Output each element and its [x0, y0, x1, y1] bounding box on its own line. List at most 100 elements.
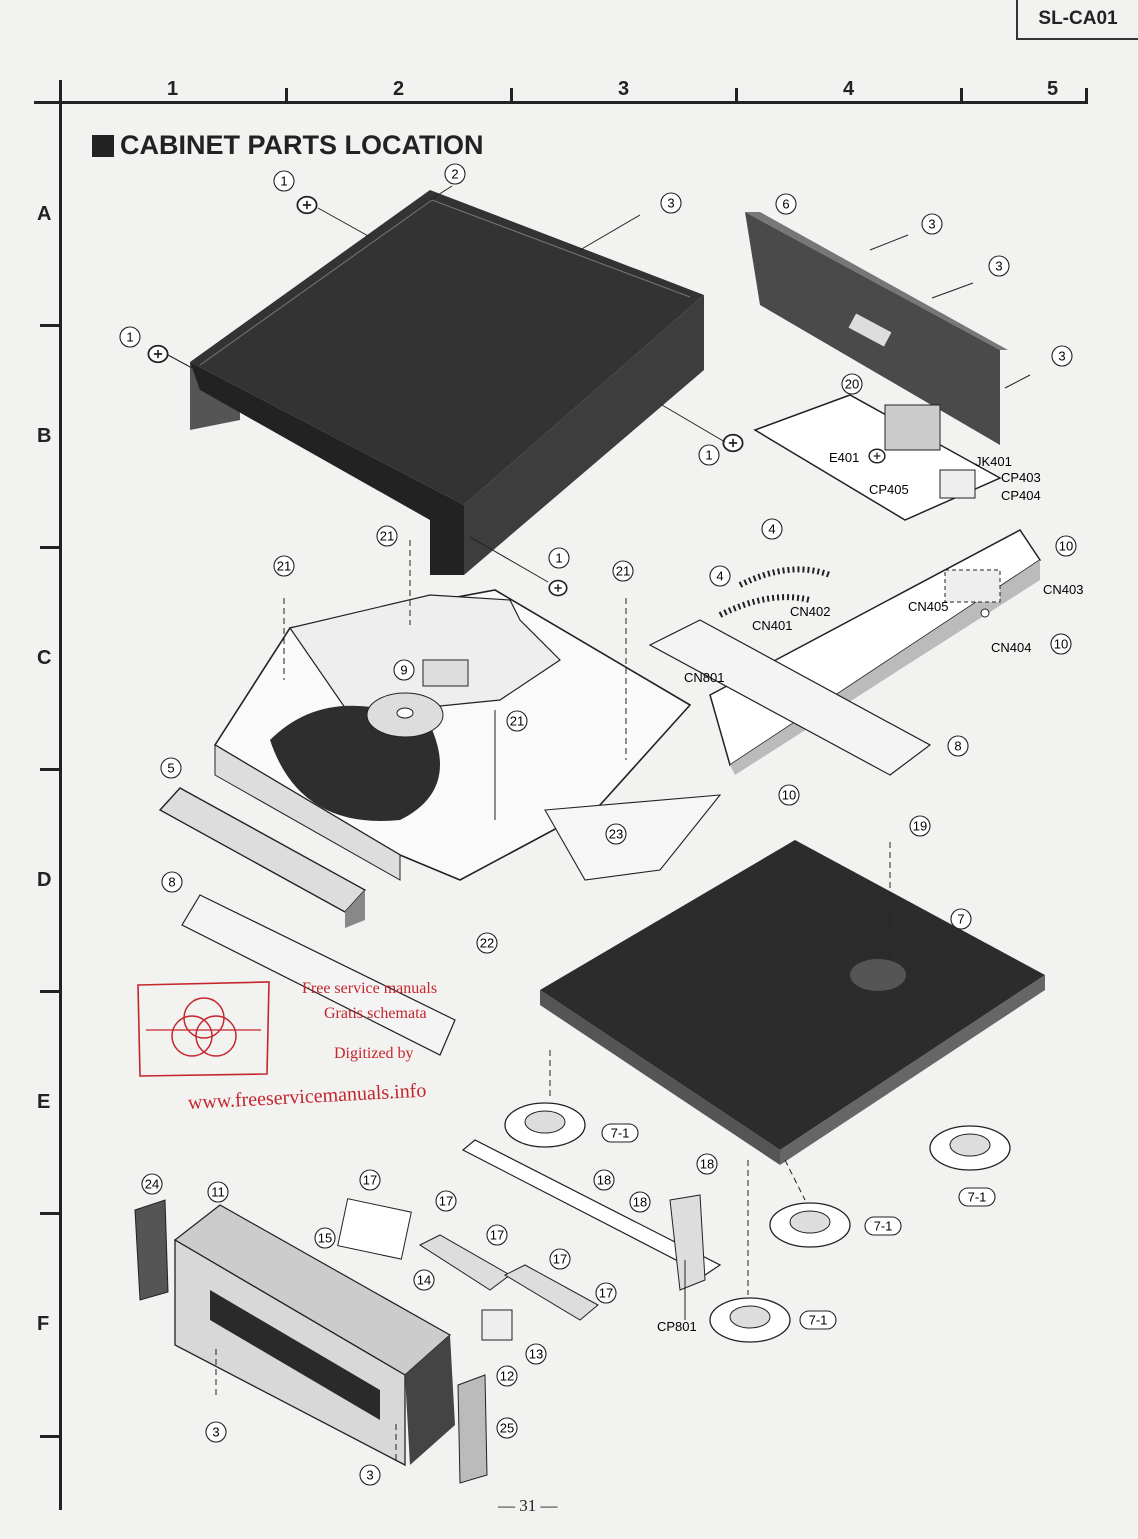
callout-label: 23: [609, 827, 623, 842]
callout-label: 21: [616, 564, 630, 579]
callout-21: 21: [273, 555, 295, 577]
callout-label: 17: [599, 1286, 613, 1301]
pcb-bracket-left: [181, 894, 456, 1056]
callout-24: 24: [141, 1173, 163, 1195]
col-tick: [1085, 88, 1088, 103]
callout-label: 10: [782, 788, 796, 803]
callout-15: 15: [314, 1227, 336, 1249]
leader-lines: [167, 185, 1031, 1460]
col-label-3: 3: [618, 78, 630, 100]
ref-cn801: CN801: [684, 670, 724, 685]
ref-cp403: CP403: [1001, 470, 1041, 485]
callout-label: 14: [417, 1273, 431, 1288]
callout-label: 6: [782, 197, 789, 212]
callout-label: 18: [597, 1173, 611, 1188]
col-tick: [735, 88, 738, 103]
callout-22: 22: [476, 932, 498, 954]
callout-10: 10: [778, 784, 800, 806]
row-label-a: A: [37, 203, 52, 225]
tray-front-panel: [158, 787, 367, 928]
side-cap-right: [457, 1374, 488, 1484]
ref-cp801: CP801: [657, 1319, 697, 1334]
callout-23: 23: [605, 823, 627, 845]
callout-7: 7: [950, 908, 972, 930]
screw-icon: [548, 579, 568, 597]
foot: [929, 1125, 1011, 1171]
foot: [769, 1202, 851, 1248]
callout-label: 8: [168, 875, 175, 890]
callout-label: 5: [167, 761, 174, 776]
callout-label: 7-1: [968, 1190, 987, 1205]
callout-8: 8: [947, 735, 969, 757]
callout-25: 25: [496, 1417, 518, 1439]
callout-label: 10: [1054, 637, 1068, 652]
callout-17: 17: [595, 1282, 617, 1304]
callout-label: 19: [913, 819, 927, 834]
row-tick: [40, 1435, 60, 1438]
callout-label: 1: [705, 448, 712, 463]
callout-label: 18: [700, 1157, 714, 1172]
model-number: SL-CA01: [1038, 8, 1118, 29]
callout-label: 2: [451, 167, 458, 182]
callout-label: 8: [954, 739, 961, 754]
callout-label: 13: [529, 1347, 543, 1362]
callout-label: 7-1: [874, 1219, 893, 1234]
col-label-1: 1: [167, 78, 179, 100]
screw-icon: [868, 448, 886, 464]
ref-e401: E401: [829, 450, 859, 465]
callout-label: 17: [439, 1194, 453, 1209]
ref-cn404: CN404: [991, 640, 1031, 655]
callout-8: 8: [161, 871, 183, 893]
callout-label: 4: [768, 522, 775, 537]
callout-5: 5: [160, 757, 182, 779]
ref-cn402: CN402: [790, 604, 830, 619]
watermark-logo: [137, 981, 270, 1077]
ref-cp404: CP404: [1001, 488, 1041, 503]
operation-pcb: [461, 1139, 722, 1291]
ref-cp405: CP405: [869, 482, 909, 497]
col-label-5: 5: [1047, 78, 1059, 100]
callout-label: 18: [633, 1195, 647, 1210]
callout-label: 1: [126, 330, 133, 345]
watermark-line-1: Free service manuals: [302, 980, 438, 997]
callout-3: 3: [1051, 345, 1073, 367]
row-tick: [40, 768, 60, 771]
callout-18: 18: [696, 1153, 718, 1175]
watermark-line-3: Digitized by: [334, 1045, 414, 1062]
callout-17: 17: [435, 1190, 457, 1212]
callout-label: 22: [480, 936, 494, 951]
callout-17: 17: [549, 1248, 571, 1270]
callout-label: 21: [510, 714, 524, 729]
callout-label: 21: [380, 529, 394, 544]
ref-cn403: CN403: [1043, 582, 1083, 597]
screw-icon: [296, 195, 318, 215]
col-tick: [510, 88, 513, 103]
callout-label: 7-1: [809, 1313, 828, 1328]
callout-label: 1: [555, 551, 562, 566]
flat-cable: [544, 794, 722, 881]
callout-7-1: 7-1: [601, 1123, 639, 1143]
callout-1: 1: [548, 547, 570, 569]
grid-top-rule: [34, 101, 1088, 104]
callout-9: 9: [393, 659, 415, 681]
callout-7-1: 7-1: [799, 1310, 837, 1330]
callout-18: 18: [593, 1169, 615, 1191]
col-label-4: 4: [843, 78, 855, 100]
ref-cn401: CN401: [752, 618, 792, 633]
ref-jk401: JK401: [975, 454, 1012, 469]
callout-label: 3: [995, 259, 1002, 274]
callout-label: 7: [957, 912, 964, 927]
callout-label: 11: [211, 1185, 225, 1200]
col-label-2: 2: [393, 78, 405, 100]
callout-1: 1: [119, 326, 141, 348]
ref-cn405: CN405: [908, 599, 948, 614]
side-cap-left: [134, 1199, 169, 1301]
callout-label: 17: [490, 1228, 504, 1243]
callout-21: 21: [506, 710, 528, 732]
watermark-line-2: Gratis schemata: [324, 1005, 427, 1022]
callout-label: 25: [500, 1421, 514, 1436]
pcb-bracket-right: [648, 619, 932, 776]
rear-panel: [745, 212, 1008, 445]
callout-11: 11: [207, 1181, 229, 1203]
